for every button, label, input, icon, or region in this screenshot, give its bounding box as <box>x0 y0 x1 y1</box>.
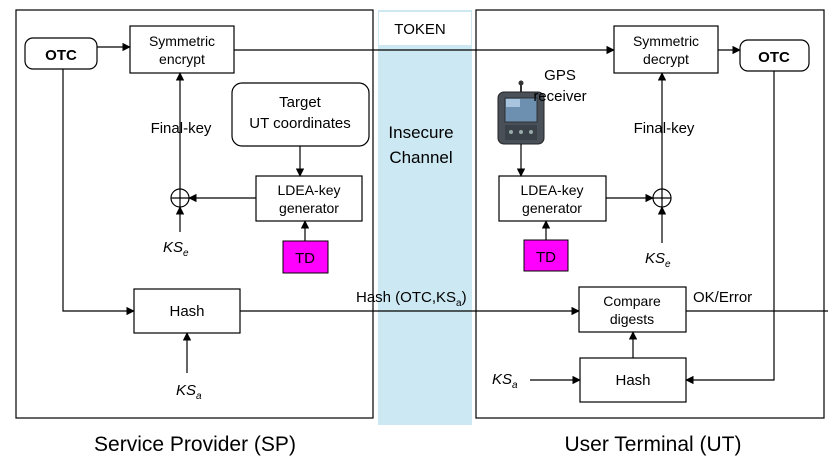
sp-ldea-line2: generator <box>279 200 339 216</box>
insecure-channel-line1: Insecure <box>388 123 453 142</box>
token-label: TOKEN <box>394 21 445 38</box>
ut-td-box <box>523 239 569 272</box>
ut-ldea-line1: LDEA-key <box>520 182 583 198</box>
sp-kse-label: KSe <box>163 239 189 259</box>
sp-panel <box>15 9 374 419</box>
hash-message-label: Hash (OTC,KSa) <box>356 289 467 309</box>
ok-error-label: OK/Error <box>693 289 752 306</box>
ut-decrypt-line2: decrypt <box>643 51 689 67</box>
ut-ldea-line2: generator <box>522 200 582 216</box>
sp-otc-box <box>24 37 98 70</box>
sp-td-label: TD <box>295 250 315 267</box>
ut-decrypt-line1: Symmetric <box>633 33 699 49</box>
ut-ldea-key-generator-box <box>498 175 607 222</box>
ut-td-label: TD <box>536 249 556 266</box>
sp-encrypt-line1: Symmetric <box>149 33 215 49</box>
gps-receiver-icon <box>497 80 545 145</box>
ut-caption: User Terminal (UT) <box>565 433 742 456</box>
ut-panel <box>475 9 825 419</box>
token-box <box>379 12 471 45</box>
ut-hash-label: Hash <box>615 372 650 389</box>
ut-final-key-label: Final-key <box>634 120 695 137</box>
ut-ksa-label: KSa <box>492 371 518 391</box>
sp-hash-label: Hash <box>169 303 204 320</box>
sp-hash-box <box>133 288 241 334</box>
ut-kse-label: KSe <box>645 250 671 270</box>
ut-compare-line1: Compare <box>603 293 661 309</box>
insecure-channel-band <box>378 10 472 425</box>
gps-label-line2: receiver <box>533 88 586 105</box>
gps-label-line1: GPS <box>544 67 576 84</box>
sp-caption: Service Provider (SP) <box>94 433 296 456</box>
sp-ldea-line1: LDEA-key <box>277 182 340 198</box>
ut-otc-label: OTC <box>758 49 790 66</box>
insecure-channel-line2: Channel <box>389 148 452 167</box>
sp-final-key-label: Final-key <box>151 120 212 137</box>
sp-target-line1: Target <box>279 94 322 111</box>
ut-symmetric-decrypt-box <box>613 25 719 74</box>
sp-encrypt-line2: encrypt <box>159 51 205 67</box>
sp-ksa-label: KSa <box>176 382 202 402</box>
ut-compare-line2: digests <box>610 311 654 327</box>
ut-otc-to-hash-arrow <box>685 71 775 385</box>
sp-otc-to-hash-arrow <box>62 69 135 316</box>
sp-otc-label: OTC <box>45 47 77 64</box>
sp-target-line2: UT coordinates <box>249 115 350 132</box>
sp-symmetric-encrypt-box <box>129 25 235 74</box>
ut-compare-digests-box <box>578 286 687 333</box>
